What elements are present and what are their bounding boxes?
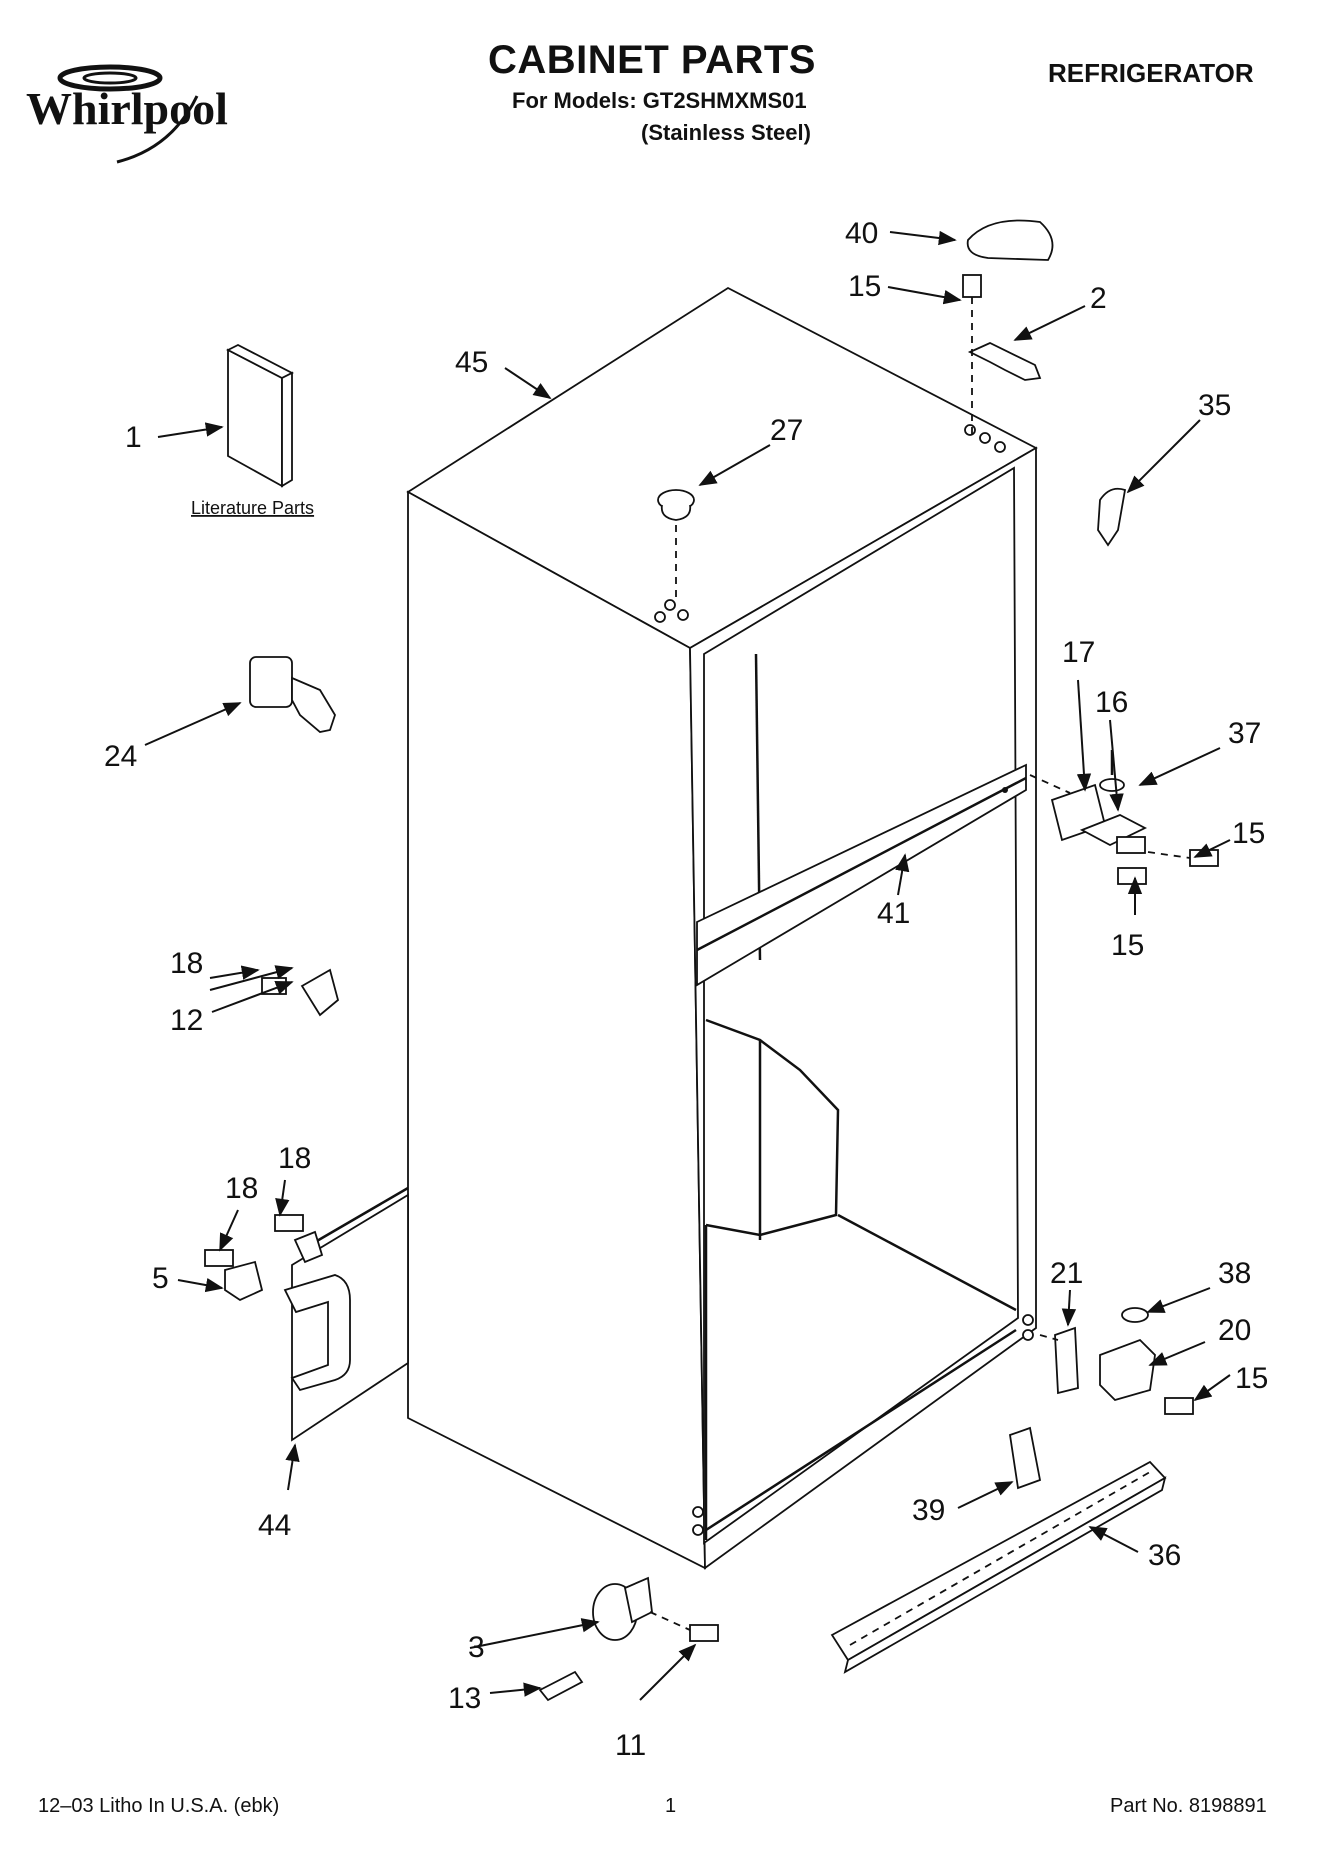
models-line: For Models: GT2SHMXMS01 bbox=[512, 88, 807, 113]
callout-37: 37 bbox=[1228, 717, 1261, 750]
page-title: CABINET PARTS bbox=[488, 38, 816, 82]
callout-leaders bbox=[144, 230, 1231, 1701]
clip-part-18 bbox=[293, 1230, 324, 1264]
callout-41: 41 bbox=[877, 897, 910, 930]
callout-18: 18 bbox=[170, 947, 203, 980]
callout-18: 18 bbox=[278, 1142, 311, 1175]
bracket-part-5 bbox=[224, 1260, 264, 1302]
callout-17: 17 bbox=[1062, 636, 1095, 669]
callout-16: 16 bbox=[1095, 686, 1128, 719]
handle-part-5 bbox=[283, 1274, 351, 1392]
callout-11: 11 bbox=[615, 1729, 646, 1762]
callout-35: 35 bbox=[1198, 389, 1231, 422]
literature-part-1 bbox=[226, 343, 294, 488]
callout-15: 15 bbox=[848, 270, 881, 303]
callout-40: 40 bbox=[845, 217, 878, 250]
variant-line: (Stainless Steel) bbox=[641, 120, 811, 145]
top-cap-part-40 bbox=[966, 219, 1054, 261]
callout-3: 3 bbox=[468, 1631, 485, 1664]
cover-part-35 bbox=[1097, 487, 1127, 547]
toe-grille-part-36 bbox=[830, 1460, 1167, 1674]
callout-numbers: 1 40 15 2 45 27 35 24 17 16 37 15 15 41 … bbox=[104, 217, 1268, 1762]
bottom-hinge-group bbox=[1039, 1307, 1194, 1415]
callout-20: 20 bbox=[1218, 1314, 1251, 1347]
callout-15: 15 bbox=[1232, 817, 1265, 850]
appliance-label: REFRIGERATOR bbox=[1048, 58, 1254, 88]
brand-name: Whirlpool bbox=[26, 83, 228, 134]
screw-part-18 bbox=[274, 1214, 304, 1232]
bracket-part-12 bbox=[261, 968, 340, 1017]
center-hinge-group bbox=[1029, 750, 1219, 885]
callout-13: 13 bbox=[448, 1682, 481, 1715]
callout-38: 38 bbox=[1218, 1257, 1251, 1290]
plug-part-27 bbox=[657, 489, 695, 600]
logo-swirl-icon: Whirlpool bbox=[26, 64, 228, 164]
refrigerator-cabinet bbox=[406, 286, 1038, 1570]
callout-45: 45 bbox=[455, 346, 488, 379]
callout-27: 27 bbox=[770, 414, 803, 447]
footer-part-number: Part No. 8198891 bbox=[1110, 1795, 1267, 1817]
callout-5: 5 bbox=[152, 1262, 169, 1295]
callout-21: 21 bbox=[1050, 1257, 1083, 1290]
callout-12: 12 bbox=[170, 1004, 203, 1037]
top-hinge-part-2 bbox=[962, 274, 1042, 440]
callout-24: 24 bbox=[104, 740, 137, 773]
roller-assembly-part-3 bbox=[538, 1576, 719, 1702]
clip-part-39 bbox=[1008, 1426, 1042, 1490]
footer-page-number: 1 bbox=[665, 1795, 677, 1817]
callout-15: 15 bbox=[1111, 929, 1144, 962]
callout-44: 44 bbox=[258, 1509, 291, 1542]
center-crossbar-part-41 bbox=[696, 763, 1027, 987]
callout-18: 18 bbox=[225, 1172, 258, 1205]
footer-litho: 12–03 Litho In U.S.A. (ebk) bbox=[38, 1795, 280, 1817]
callout-15: 15 bbox=[1235, 1362, 1268, 1395]
callout-39: 39 bbox=[912, 1494, 945, 1527]
bracket-part-24 bbox=[249, 656, 336, 733]
callout-36: 36 bbox=[1148, 1539, 1181, 1572]
brand-logo: Whirlpool bbox=[22, 58, 282, 168]
screw-part-18 bbox=[204, 1249, 234, 1267]
callout-1: 1 bbox=[125, 421, 142, 454]
literature-label: Literature Parts bbox=[191, 498, 314, 518]
callout-2: 2 bbox=[1090, 282, 1107, 315]
